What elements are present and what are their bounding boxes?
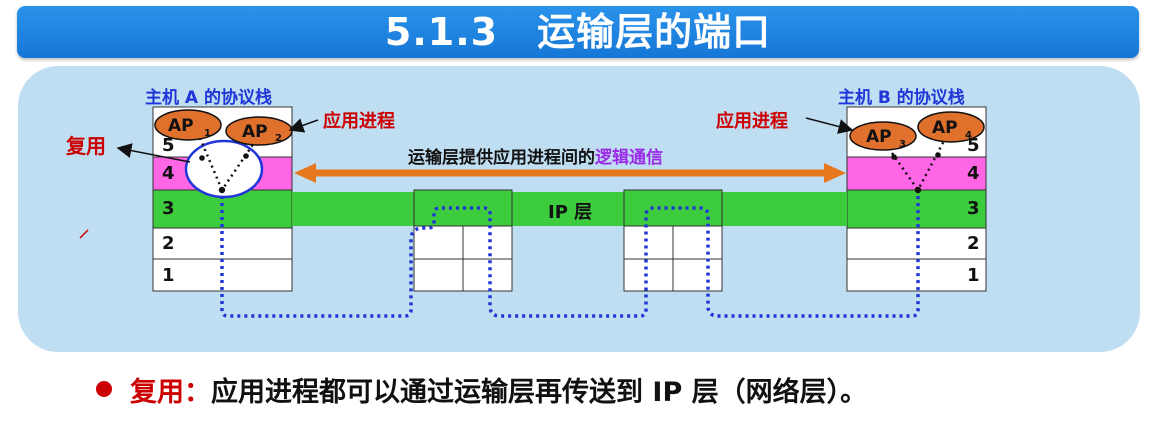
host-a-num-1: 1 — [162, 265, 175, 286]
host-a-title: 主机 A 的协议栈 — [145, 88, 272, 108]
host-b-num-3: 3 — [967, 198, 980, 219]
multiplex-ellipse — [184, 139, 264, 199]
multiplex-pointer — [116, 143, 191, 163]
host-b-num-4: 4 — [967, 163, 980, 184]
host-b-layer-4 — [846, 156, 987, 191]
ap1-bubble: AP 1 — [154, 109, 222, 141]
host-b-num-5: 5 — [967, 135, 980, 156]
app-pointer-left — [288, 118, 319, 133]
router-left — [413, 189, 513, 292]
ip-layer-band — [292, 192, 847, 226]
ap4-bubble: AP 4 — [917, 111, 985, 143]
app-process-label-left: 应用进程 — [323, 111, 395, 132]
ap1-label: AP — [168, 116, 194, 136]
logical-comm-arrow — [294, 163, 846, 183]
bullet-body: 应用进程都可以通过运输层再传送到 IP 层（网络层）。 — [211, 377, 868, 408]
host-b-num-1: 1 — [967, 265, 980, 286]
host-a-num-5: 5 — [162, 135, 175, 156]
bullet-key: 复用 — [130, 377, 184, 408]
bullet-text: 复用：应用进程都可以通过运输层再传送到 IP 层（网络层）。 — [130, 370, 867, 409]
slide-title: 5.1.3 运输层的端口 — [384, 10, 772, 54]
host-a-num-3: 3 — [162, 198, 175, 219]
app-process-label-right: 应用进程 — [716, 111, 788, 132]
ip-layer-label: IP 层 — [548, 202, 593, 223]
title-bar: 5.1.3 运输层的端口 — [17, 6, 1139, 58]
app-pointer-right — [805, 117, 854, 134]
host-b-title: 主机 B 的协议栈 — [838, 88, 965, 108]
data-path — [220, 175, 920, 318]
ap2-sub: 2 — [275, 133, 282, 144]
ap1-sub: 1 — [204, 128, 211, 139]
ap4-sub: 4 — [965, 130, 972, 141]
ap2-label: AP — [242, 122, 268, 142]
host-b-num-2: 2 — [967, 233, 980, 254]
logical-comm-label: 运输层提供应用进程间的逻辑通信 — [408, 143, 663, 168]
multiplexing-label: 复用 — [66, 134, 106, 158]
host-a-num-2: 2 — [162, 233, 175, 254]
bullet-separator: ： — [184, 377, 211, 408]
router-right — [623, 189, 723, 292]
cursor-mark — [79, 229, 89, 239]
host-a-num-4: 4 — [162, 163, 175, 184]
ap3-sub: 3 — [899, 139, 906, 150]
ap4-label: AP — [932, 118, 958, 138]
ap3-bubble: AP 3 — [849, 121, 917, 151]
logical-comm-prefix: 运输层提供应用进程间的 — [408, 148, 595, 168]
ap2-bubble: AP 2 — [225, 116, 293, 146]
ap3-label: AP — [866, 127, 892, 147]
logical-comm-highlight: 逻辑通信 — [595, 148, 663, 168]
bullet-dot — [96, 381, 112, 397]
